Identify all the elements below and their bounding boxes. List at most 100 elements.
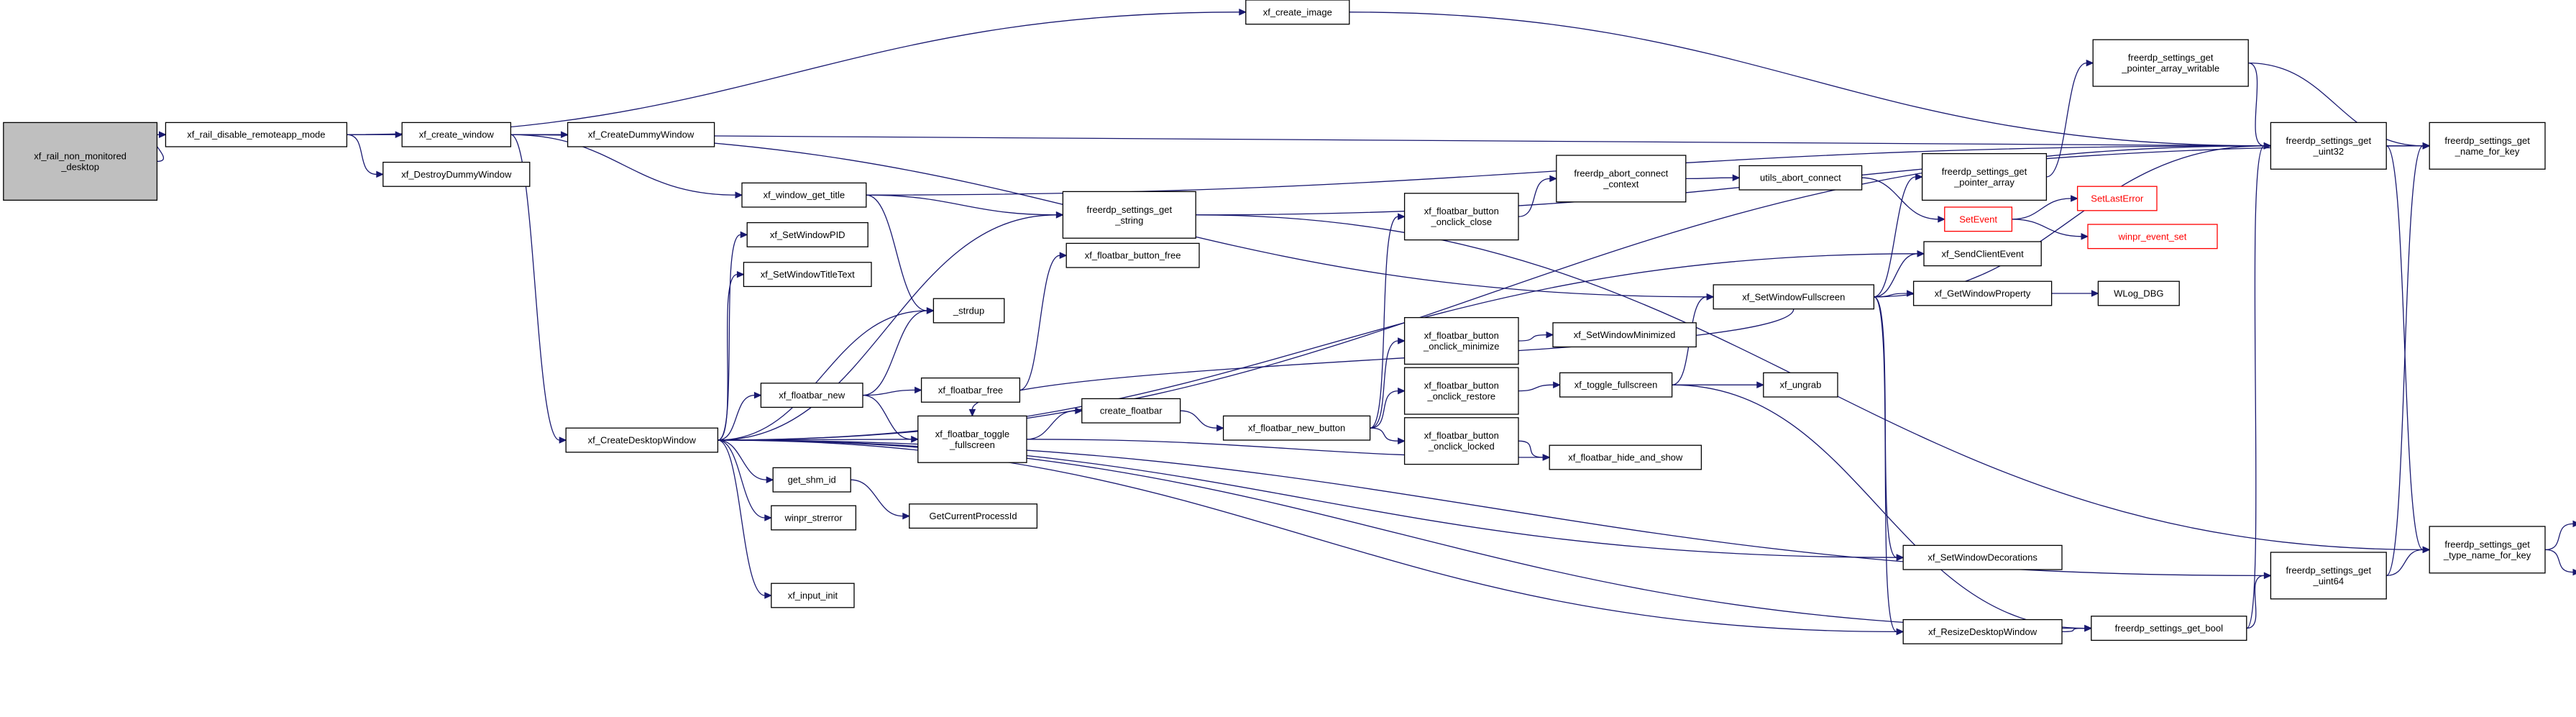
node-box[interactable] bbox=[1552, 322, 1697, 348]
node-xf-resizedesktopwindow[interactable]: xf_ResizeDesktopWindow bbox=[1902, 618, 2063, 644]
node-box[interactable] bbox=[1944, 206, 2013, 232]
node-box[interactable] bbox=[920, 377, 1021, 403]
node-box[interactable] bbox=[917, 415, 1027, 463]
node-xf-floatbar-button-onclick-locked[interactable]: xf_floatbar_button_onclick_locked bbox=[1403, 417, 1519, 465]
node-box[interactable] bbox=[567, 122, 715, 147]
node-xf-setwindowdecorations[interactable]: xf_SetWindowDecorations bbox=[1902, 544, 2063, 570]
node-freerdp-settings-get-string[interactable]: freerdp_settings_get_string bbox=[1062, 191, 1196, 239]
node-box[interactable] bbox=[565, 427, 719, 453]
node-box[interactable] bbox=[1403, 417, 1519, 465]
node-box[interactable] bbox=[909, 503, 1038, 529]
node-xf-create-window[interactable]: xf_create_window bbox=[401, 122, 512, 147]
node-box[interactable] bbox=[1403, 316, 1519, 365]
node-box[interactable] bbox=[1549, 444, 1702, 470]
node-xf-destroydummywindow[interactable]: xf_DestroyDummyWindow bbox=[382, 161, 531, 187]
node-box[interactable] bbox=[2270, 122, 2387, 170]
node-freerdp-settings-get-pointer-array-writable[interactable]: freerdp_settings_get_pointer_array_writa… bbox=[2092, 39, 2249, 87]
node-box[interactable] bbox=[1738, 165, 1863, 191]
node-box[interactable] bbox=[760, 383, 863, 408]
node-box[interactable] bbox=[1245, 0, 1350, 25]
node-xf-rail-non-monitored-desktop[interactable]: xf_rail_non_monitored_desktop bbox=[3, 122, 158, 201]
node-box[interactable] bbox=[2097, 280, 2180, 306]
node-xf-input-init[interactable]: xf_input_init bbox=[771, 583, 855, 608]
node-xf-createdesktopwindow[interactable]: xf_CreateDesktopWindow bbox=[565, 427, 719, 453]
node-xf-getwindowproperty[interactable]: xf_GetWindowProperty bbox=[1912, 280, 2053, 306]
node-box[interactable] bbox=[401, 122, 512, 147]
node-box[interactable] bbox=[2087, 224, 2218, 250]
node-xf-ungrab[interactable]: xf_ungrab bbox=[1763, 372, 1838, 398]
node-box[interactable] bbox=[1081, 398, 1181, 424]
node-xf-floatbar-button-onclick-minimize[interactable]: xf_floatbar_button_onclick_minimize bbox=[1403, 316, 1519, 365]
node-box[interactable] bbox=[1923, 241, 2042, 267]
node-xf-window-get-title[interactable]: xf_window_get_title bbox=[741, 182, 867, 208]
node-create-floatbar[interactable]: create_floatbar bbox=[1081, 398, 1181, 424]
node-box[interactable] bbox=[772, 467, 851, 493]
node-box[interactable] bbox=[743, 262, 872, 288]
node-box[interactable] bbox=[1559, 372, 1673, 398]
node-xf-setwindowminimized[interactable]: xf_SetWindowMinimized bbox=[1552, 322, 1697, 348]
node-xf-setwindowtitletext[interactable]: xf_SetWindowTitleText bbox=[743, 262, 872, 288]
node-xf-createdummywindow[interactable]: xf_CreateDummyWindow bbox=[567, 122, 715, 147]
node-strdup[interactable]: _strdup bbox=[932, 298, 1005, 324]
node-get-shm-id[interactable]: get_shm_id bbox=[772, 467, 851, 493]
node-setlasterror[interactable]: SetLastError bbox=[2076, 186, 2158, 211]
node-xf-floatbar-hide-and-show[interactable]: xf_floatbar_hide_and_show bbox=[1549, 444, 1702, 470]
node-box[interactable] bbox=[1902, 618, 2063, 644]
node-winpr-strerror[interactable]: winpr_strerror bbox=[771, 505, 857, 531]
node-box[interactable] bbox=[741, 182, 867, 208]
node-setevent[interactable]: SetEvent bbox=[1944, 206, 2013, 232]
node-box[interactable] bbox=[1902, 544, 2063, 570]
node-xf-rail-disable-remoteapp-mode[interactable]: xf_rail_disable_remoteapp_mode bbox=[165, 122, 348, 147]
node-freerdp-settings-get-bool[interactable]: freerdp_settings_get_bool bbox=[2091, 616, 2247, 641]
node-xf-floatbar-button-onclick-close[interactable]: xf_floatbar_button_onclick_close bbox=[1403, 193, 1519, 241]
node-box[interactable] bbox=[1065, 242, 1200, 268]
arrowhead-n8-n38 bbox=[1896, 554, 1905, 561]
node-xf-floatbar-button-onclick-restore[interactable]: xf_floatbar_button_onclick_restore bbox=[1403, 367, 1519, 415]
node-freerdp-settings-get-name-for-key[interactable]: freerdp_settings_get_name_for_key bbox=[2429, 122, 2546, 170]
node-freerdp-abort-connect-context[interactable]: freerdp_abort_connect_context bbox=[1556, 155, 1687, 203]
node-box[interactable] bbox=[1713, 284, 1875, 310]
node-getcurrentprocessid[interactable]: GetCurrentProcessId bbox=[909, 503, 1038, 529]
node-winpr-event-set[interactable]: winpr_event_set bbox=[2087, 224, 2218, 250]
node-box[interactable] bbox=[3, 122, 158, 201]
node-box[interactable] bbox=[1403, 367, 1519, 415]
node-box[interactable] bbox=[1403, 193, 1519, 241]
node-box[interactable] bbox=[2429, 526, 2546, 574]
node-box[interactable] bbox=[2076, 186, 2158, 211]
node-freerdp-settings-get-type-name-for-key[interactable]: freerdp_settings_get_type_name_for_key bbox=[2429, 526, 2546, 574]
node-box[interactable] bbox=[165, 122, 348, 147]
node-box[interactable] bbox=[1222, 415, 1371, 441]
node-xf-floatbar-free[interactable]: xf_floatbar_free bbox=[920, 377, 1021, 403]
node-xf-floatbar-new[interactable]: xf_floatbar_new bbox=[760, 383, 863, 408]
node-xf-floatbar-new-button[interactable]: xf_floatbar_new_button bbox=[1222, 415, 1371, 441]
node-box[interactable] bbox=[932, 298, 1005, 324]
node-box[interactable] bbox=[1062, 191, 1196, 239]
node-box[interactable] bbox=[746, 222, 868, 247]
node-xf-create-image[interactable]: xf_create_image bbox=[1245, 0, 1350, 25]
node-box[interactable] bbox=[2429, 122, 2546, 170]
node-box[interactable] bbox=[1921, 152, 2048, 201]
node-xf-floatbar-button-free[interactable]: xf_floatbar_button_free bbox=[1065, 242, 1200, 268]
node-xf-setwindowfullscreen[interactable]: xf_SetWindowFullscreen bbox=[1713, 284, 1875, 310]
node-xf-sendclientevent[interactable]: xf_SendClientEvent bbox=[1923, 241, 2042, 267]
node-box[interactable] bbox=[2091, 616, 2247, 641]
node-utils-abort-connect[interactable]: utils_abort_connect bbox=[1738, 165, 1863, 191]
node-xf-floatbar-toggle-fullscreen[interactable]: xf_floatbar_toggle_fullscreen bbox=[917, 415, 1027, 463]
node-freerdp-settings-get-pointer-array[interactable]: freerdp_settings_get_pointer_array bbox=[1921, 152, 2048, 201]
node-box[interactable] bbox=[1763, 372, 1838, 398]
node-box[interactable] bbox=[771, 583, 855, 608]
node-box[interactable] bbox=[382, 161, 531, 187]
node-wlog-dbg[interactable]: WLog_DBG bbox=[2097, 280, 2180, 306]
node-freerdp-settings-get-uint32[interactable]: freerdp_settings_get_uint32 bbox=[2270, 122, 2387, 170]
node-label: xf_SetWindowDecorations bbox=[1928, 552, 2038, 563]
node-freerdp-settings-get-uint64[interactable]: freerdp_settings_get_uint64 bbox=[2270, 552, 2387, 600]
node-box[interactable] bbox=[1912, 280, 2053, 306]
node-xf-toggle-fullscreen[interactable]: xf_toggle_fullscreen bbox=[1559, 372, 1673, 398]
node-box[interactable] bbox=[2092, 39, 2249, 87]
node-box[interactable] bbox=[1556, 155, 1687, 203]
call-edge-n8-n16 bbox=[971, 309, 1795, 410]
node-box[interactable] bbox=[771, 505, 857, 531]
node-label: _pointer_array_writable bbox=[2121, 63, 2219, 74]
node-xf-setwindowpid[interactable]: xf_SetWindowPID bbox=[746, 222, 868, 247]
node-box[interactable] bbox=[2270, 552, 2387, 600]
